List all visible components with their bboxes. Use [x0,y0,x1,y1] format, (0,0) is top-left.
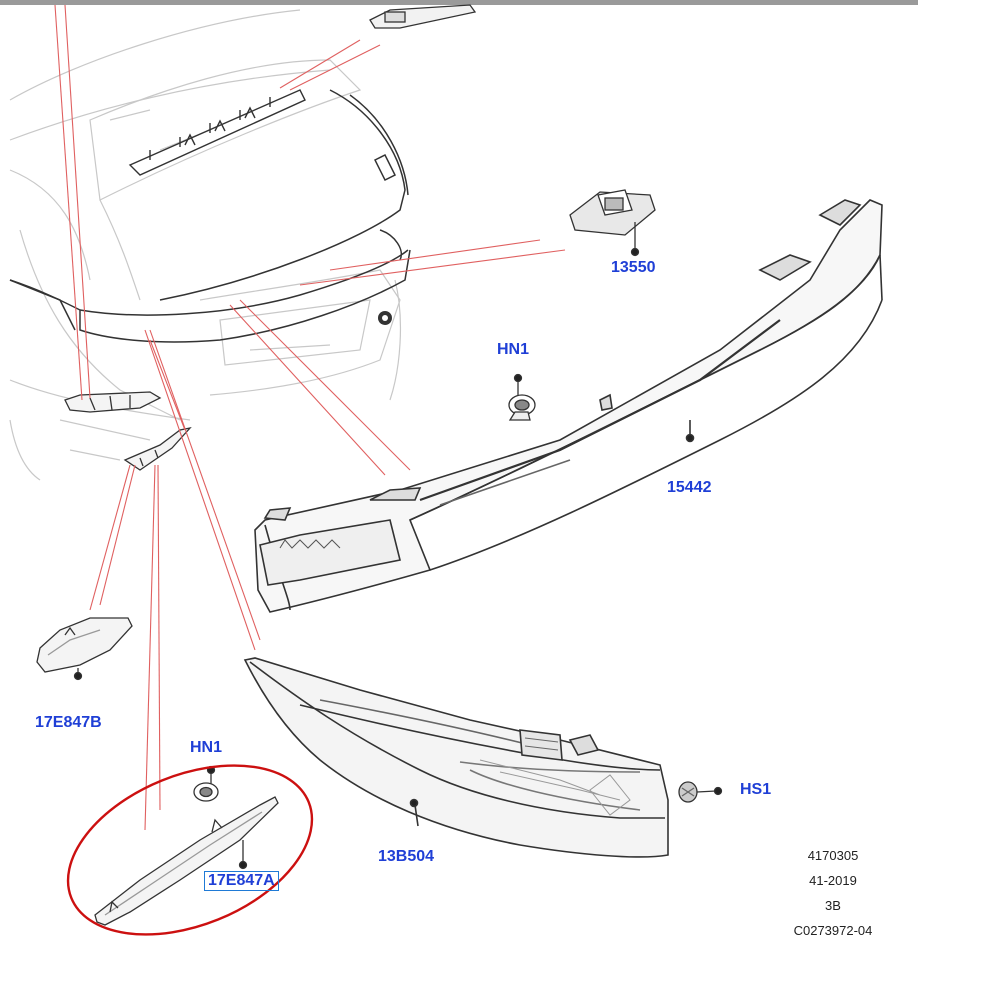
part-label-15442: 15442 [667,479,712,496]
reflector-17E847A [94,796,279,926]
part-label-hn1-top: HN1 [497,341,530,358]
bumper-15442 [254,199,883,613]
vehicle-rear-outline [9,9,402,481]
vehicle-tailgate [9,89,411,343]
clip-hn1-bottom [193,765,219,802]
top-border-strip [0,0,918,5]
lamp-13550 [569,189,656,257]
top-lamp-fragment [369,4,477,29]
vehicle-spoiler [128,89,306,176]
part-label-13550: 13550 [611,259,656,276]
vehicle-bracket-lower [123,426,192,471]
part-label-13B504: 13B504 [378,848,435,865]
part-label-hn1-bottom: HN1 [190,739,223,756]
reflector-17E847B [36,617,133,681]
part-label-17E847B: 17E847B [35,714,102,731]
clip-hn1-top [508,373,536,421]
part-label-hs1: HS1 [740,781,772,798]
leader-lines [54,4,566,831]
doc-ref-line4: C0273972-04 [793,923,873,938]
screw-hs1 [678,781,723,803]
doc-ref-line2: 41-2019 [809,873,857,888]
doc-ref-line1: 4170305 [807,848,859,863]
vehicle-bracket-left [64,391,162,413]
tail-lamp-13B504 [243,657,669,858]
part-label-17E847A: 17E847A [204,871,279,891]
highlight-circle [66,764,314,936]
tailgate-emblem-center [382,315,388,321]
doc-ref-line3: 3B [825,898,841,913]
